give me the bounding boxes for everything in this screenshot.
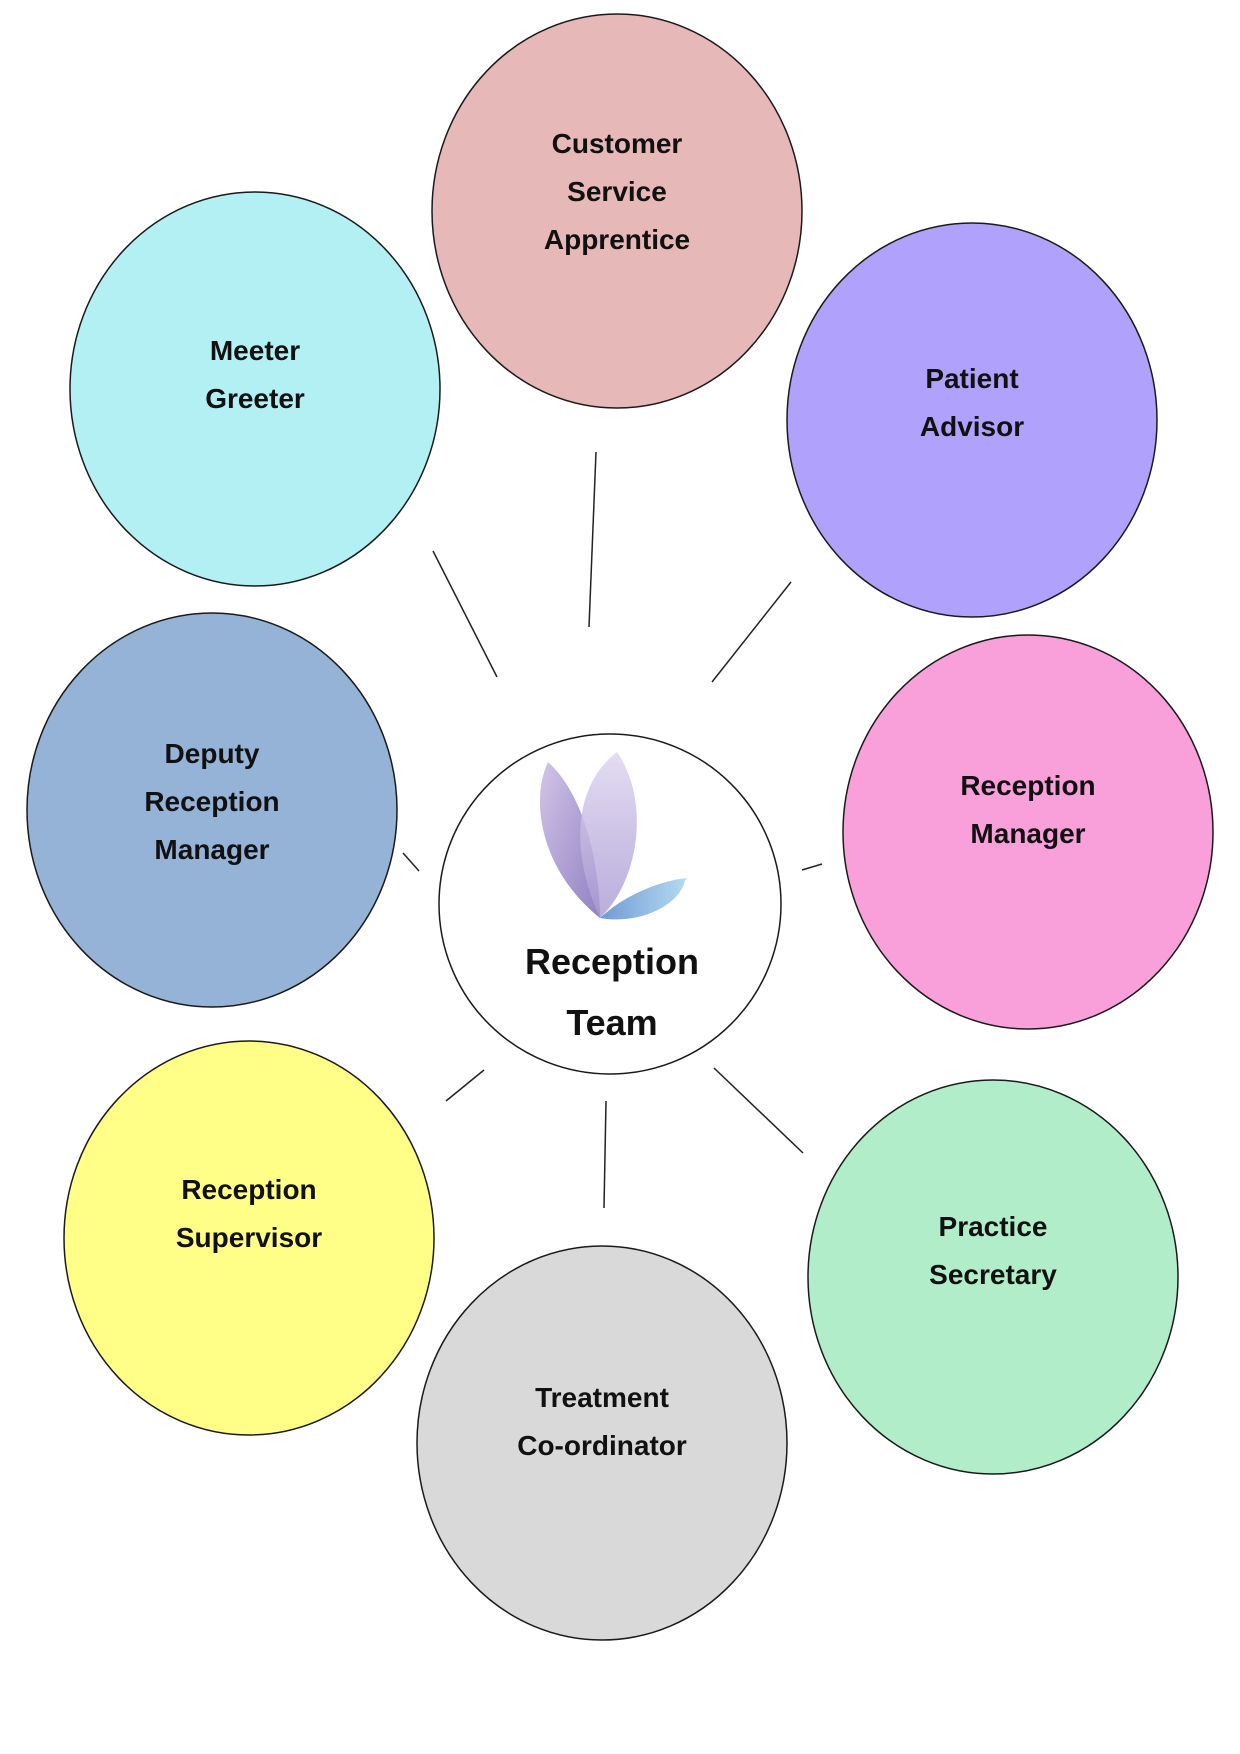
role-label-line: Reception [144, 786, 279, 817]
role-label-line: Greeter [205, 383, 305, 414]
role-circle [63, 1040, 435, 1436]
role-label-line: Secretary [929, 1259, 1057, 1290]
connector-line-reception-manager [801, 863, 823, 871]
role-label-line: Practice [939, 1211, 1048, 1242]
role-label-line: Reception [960, 770, 1095, 801]
connector-line-treatment-co-ordinator [603, 1100, 607, 1209]
role-label-line: Advisor [920, 411, 1024, 442]
role-label-line: Deputy [165, 738, 260, 769]
role-label-line: Co-ordinator [517, 1430, 687, 1461]
role-circle [807, 1079, 1179, 1475]
role-circle [431, 13, 803, 409]
connector-line-patient-advisor [711, 581, 792, 683]
role-label-line: Reception [181, 1174, 316, 1205]
role-circle [69, 191, 441, 587]
connector-line-customer-service-apprentice [588, 451, 597, 628]
role-label-line: Meeter [210, 335, 300, 366]
role-circle [416, 1245, 788, 1641]
role-circle [842, 634, 1214, 1030]
role-label-line: Customer [552, 128, 683, 159]
role-label-line: Treatment [535, 1382, 669, 1413]
role-circle [26, 612, 398, 1008]
connector-line-reception-supervisor [445, 1069, 485, 1102]
role-label-line: Apprentice [544, 224, 690, 255]
role-label-line: Manager [970, 818, 1085, 849]
connector-line-deputy-reception-manager [402, 852, 420, 872]
role-label-line: Service [567, 176, 667, 207]
connector-line-meeter-greeter [432, 550, 498, 678]
butterfly-logo-icon [539, 752, 688, 920]
center-label-line: Team [566, 1002, 657, 1043]
role-label-line: Patient [925, 363, 1018, 394]
role-nodes: CustomerServiceApprenticePatientAdvisorR… [26, 13, 1214, 1641]
connector-line-practice-secretary [713, 1067, 804, 1154]
role-circle [786, 222, 1158, 618]
role-label-line: Manager [154, 834, 269, 865]
role-label-line: Supervisor [176, 1222, 322, 1253]
connector-lines [402, 451, 823, 1209]
center-label-line: Reception [525, 941, 699, 982]
